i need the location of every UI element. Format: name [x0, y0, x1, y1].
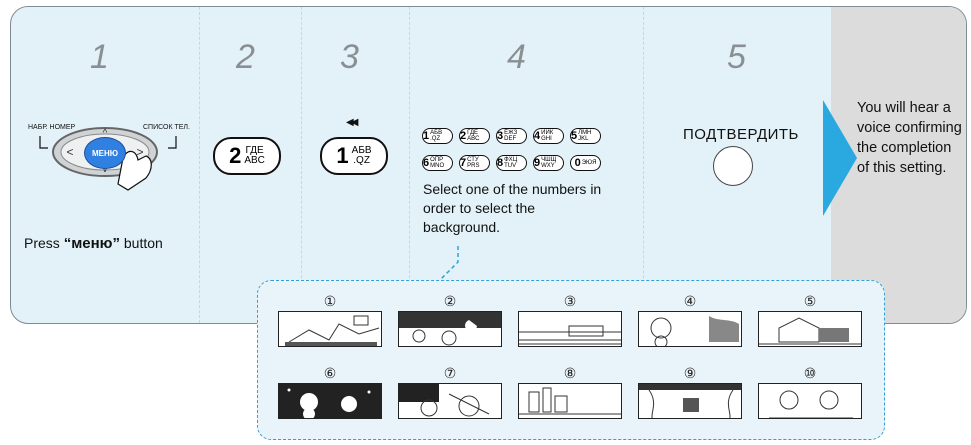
key-1[interactable]: 1 АБВ.QZ [320, 137, 388, 175]
background-option-8[interactable]: ⑧ [518, 365, 622, 419]
result-text: You will hear a voice confirming the com… [857, 100, 962, 176]
step1-caption: Press “меню” button [24, 234, 163, 253]
background-option-number: ⑧ [563, 365, 577, 381]
background-option-number: ⑤ [803, 293, 817, 309]
background-thumbnail [638, 383, 742, 419]
background-option-number: ③ [563, 293, 577, 309]
step-number-2: 2 [236, 38, 255, 76]
key-1-letters: АБВ.QZ [351, 145, 372, 166]
right-key-label: СПИСОК ТЕЛ. [143, 124, 190, 131]
background-option-7[interactable]: ⑦ [398, 365, 502, 419]
background-thumbnail [518, 311, 622, 347]
background-thumbnail [758, 311, 862, 347]
step1-caption-key: “меню” [63, 235, 120, 252]
background-option-10[interactable]: ⑩ [758, 365, 862, 419]
background-option-3[interactable]: ③ [518, 293, 622, 347]
menu-button[interactable]: МЕНЮ [84, 137, 126, 169]
background-thumbnail [398, 383, 502, 419]
nav-pad: НАБР. НОМЕР СПИСОК ТЕЛ. ^ < > v МЕНЮ [28, 118, 190, 198]
background-option-number: ⑩ [803, 365, 817, 381]
step4-caption: Select one of the numbers in order to se… [423, 181, 602, 235]
step-divider [301, 7, 302, 323]
step-number-3: 3 [340, 38, 359, 76]
svg-text:<: < [66, 145, 73, 159]
background-option-number: ⑦ [443, 365, 457, 381]
step-number-4: 4 [507, 38, 526, 76]
step-number-1: 1 [90, 38, 109, 76]
left-key-label: НАБР. НОМЕР [28, 124, 76, 131]
background-options-popup: ① ② ③ ④ ⑤ ⑥ ⑦ [257, 280, 885, 440]
background-option-number: ④ [683, 293, 697, 309]
background-option-6[interactable]: ⑥ [278, 365, 382, 419]
svg-text:>: > [136, 145, 143, 159]
background-option-number: ② [443, 293, 457, 309]
step-divider [199, 7, 200, 323]
menu-button-label: МЕНЮ [91, 148, 119, 158]
step1-caption-prefix: Press [24, 235, 64, 251]
background-option-number: ⑥ [323, 365, 337, 381]
key-1-digit: 1 [336, 143, 349, 168]
background-option-number: ⑨ [683, 365, 697, 381]
background-thumbnail [758, 383, 862, 419]
background-option-2[interactable]: ② [398, 293, 502, 347]
background-option-number: ① [323, 293, 337, 309]
step-divider [409, 7, 410, 323]
background-thumbnail [638, 311, 742, 347]
svg-text:^: ^ [103, 128, 108, 139]
confirm-label: ПОДТВЕРДИТЬ [683, 126, 799, 143]
rewind-icon: ◀◀ [346, 117, 359, 128]
background-option-4[interactable]: ④ [638, 293, 742, 347]
step-divider [643, 7, 644, 323]
background-option-1[interactable]: ① [278, 293, 382, 347]
background-option-5[interactable]: ⑤ [758, 293, 862, 347]
instruction-panel [10, 6, 967, 324]
svg-text:v: v [103, 164, 108, 175]
step-number-5: 5 [727, 38, 746, 76]
background-thumbnail [278, 311, 382, 347]
background-thumbnail [398, 311, 502, 347]
key-2-digit: 2 [229, 143, 242, 168]
background-thumbnail [518, 383, 622, 419]
background-option-9[interactable]: ⑨ [638, 365, 742, 419]
background-thumbnail [278, 383, 382, 419]
confirm-button[interactable] [713, 146, 753, 186]
result-arrow [823, 100, 857, 216]
step1-caption-suffix: button [120, 235, 163, 251]
